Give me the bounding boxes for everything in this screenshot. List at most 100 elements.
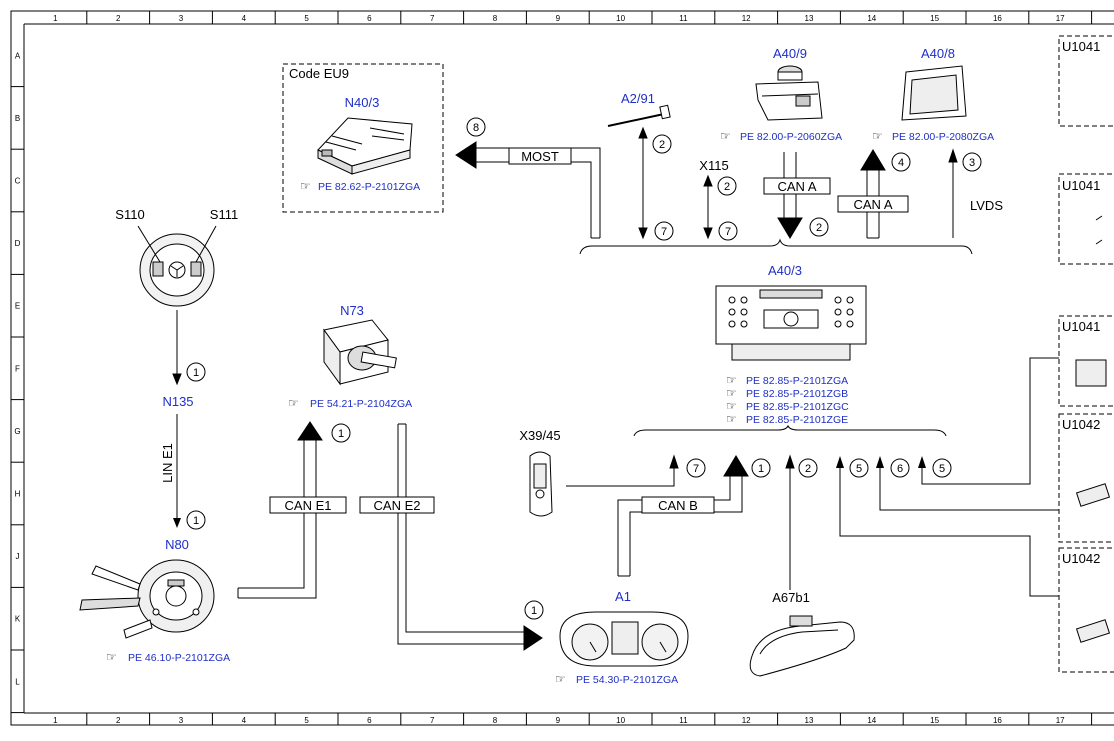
signal-g6: 6: [890, 458, 910, 478]
n40-3-module-icon: [317, 117, 413, 175]
svg-text:PE 82.62-P-2101ZGA: PE 82.62-P-2101ZGA: [318, 181, 420, 193]
can-b-label-box: [641, 496, 715, 514]
a40-8-ref[interactable]: ☞ PE 82.00-P-2080ZGA: [872, 129, 994, 143]
svg-text:2: 2: [659, 139, 665, 151]
n73-ref[interactable]: ☞ PE 54.21-P-2104ZGA: [288, 396, 412, 410]
x39-45-socket-icon: [529, 451, 553, 517]
grid-column-label: 2: [116, 716, 121, 725]
pointing-hand-icon: ☞: [300, 179, 311, 193]
grid-row-label: G: [14, 427, 20, 436]
n135-label[interactable]: N135: [162, 394, 193, 409]
u1042-label-2: U1042: [1062, 551, 1100, 566]
lvds-arrow: [948, 148, 958, 238]
a67b1-mirror-icon: [749, 615, 855, 677]
svg-text:2: 2: [724, 181, 730, 193]
n40-3-ref[interactable]: ☞ PE 82.62-P-2101ZGA: [300, 179, 420, 193]
svg-text:PE 54.21-P-2104ZGA: PE 54.21-P-2104ZGA: [310, 398, 412, 410]
grid-column-label: 4: [242, 14, 247, 23]
a40-3-top-brace: [579, 238, 973, 255]
signal-cana-4: 4: [891, 152, 911, 172]
grid-column-label: 10: [616, 14, 625, 23]
can-e2-label-box: [359, 496, 435, 514]
grid-row-label: J: [16, 552, 20, 561]
x115-label[interactable]: X115: [699, 158, 728, 173]
n40-3-label[interactable]: N40/3: [345, 95, 380, 110]
grid-row-label: H: [15, 490, 21, 499]
a40-3-refs[interactable]: ☞ PE 82.85-P-2101ZGA ☞ PE 82.85-P-2101ZG…: [726, 373, 849, 426]
grid-column-label: 4: [242, 716, 247, 725]
grid-row-label: E: [15, 302, 20, 311]
code-eu9-label: Code EU9: [289, 66, 349, 81]
a1-ref[interactable]: ☞ PE 54.30-P-2101ZGA: [555, 672, 678, 686]
u1042-label-1: U1042: [1062, 417, 1100, 432]
grid-column-label: 14: [867, 14, 876, 23]
pointing-hand-icon: ☞: [726, 412, 737, 426]
svg-text:1: 1: [193, 515, 199, 527]
x115-arrow: [703, 174, 713, 240]
most-label: MOST: [521, 149, 559, 164]
grid-column-label: 14: [867, 716, 876, 725]
a40-9-ref[interactable]: ☞ PE 82.00-P-2060ZGA: [720, 129, 842, 143]
pointing-hand-icon: ☞: [726, 399, 737, 413]
svg-text:2: 2: [805, 463, 811, 475]
a67b1-label[interactable]: A67b1: [772, 590, 810, 605]
a40-9-label[interactable]: A40/9: [773, 46, 807, 61]
a40-8-label[interactable]: A40/8: [921, 46, 955, 61]
grid-column-label: 8: [493, 14, 498, 23]
signal-n135-bot: 1: [186, 510, 206, 530]
a40-3-label[interactable]: A40/3: [768, 263, 802, 278]
n80-label[interactable]: N80: [165, 537, 189, 552]
diagram-frame: [10, 10, 1114, 726]
n73-label[interactable]: N73: [340, 303, 364, 318]
grid-row-label: D: [15, 239, 21, 248]
a2-91-arrow: [638, 126, 648, 240]
u1041-label-2: U1041: [1062, 178, 1100, 193]
svg-text:6: 6: [897, 463, 903, 475]
grid-column-label: 7: [430, 716, 435, 725]
u-feed-arrowheads: [836, 456, 926, 468]
svg-text:PE 82.85-P-2101ZGB: PE 82.85-P-2101ZGB: [746, 388, 848, 400]
signal-g2: 2: [798, 458, 818, 478]
s110-label[interactable]: S110: [115, 207, 144, 222]
a1-label[interactable]: A1: [615, 589, 631, 604]
grid-column-label: 17: [1056, 716, 1065, 725]
svg-text:7: 7: [661, 226, 667, 238]
can-a-label-box-2: [837, 195, 909, 213]
grid-column-label: 11: [679, 716, 688, 725]
can-a-up-bus: [860, 149, 886, 239]
can-e2-label: CAN E2: [374, 498, 421, 513]
signal-x115-7: 7: [718, 221, 738, 241]
svg-text:1: 1: [338, 428, 344, 440]
svg-text:1: 1: [531, 605, 537, 617]
lin-e1-label: LIN E1: [160, 443, 175, 483]
can-e2-bus: [397, 423, 543, 651]
grid-column-label: 5: [304, 716, 309, 725]
svg-text:1: 1: [758, 463, 764, 475]
n80-arrowhead: [173, 518, 181, 528]
x39-45-label[interactable]: X39/45: [519, 428, 560, 443]
u1041-label-1: U1041: [1062, 39, 1100, 54]
grid-column-label: 1: [53, 716, 58, 725]
a2-91-label[interactable]: A2/91: [621, 91, 655, 106]
grid-column-label: 11: [679, 14, 688, 23]
signal-a291-7: 7: [654, 221, 674, 241]
signal-n73-1: 1: [331, 423, 351, 443]
grid-column-label: 7: [430, 14, 435, 23]
steering-to-n135-arrow: [172, 310, 182, 386]
svg-text:8: 8: [473, 122, 479, 134]
svg-text:5: 5: [939, 463, 945, 475]
n80-ref[interactable]: ☞ PE 46.10-P-2101ZGA: [106, 650, 230, 664]
grid-column-label: 3: [179, 14, 184, 23]
signal-cana-2: 2: [809, 217, 829, 237]
s111-label[interactable]: S111: [210, 207, 238, 222]
signal-n135-top: 1: [186, 362, 206, 382]
signal-g5a: 5: [849, 458, 869, 478]
signal-lvds-3: 3: [962, 152, 982, 172]
signal-g7: 7: [686, 458, 706, 478]
u-box-part-icons: [1075, 215, 1111, 643]
svg-text:7: 7: [725, 226, 731, 238]
a40-8-display-icon: [901, 65, 967, 121]
a40-3-head-unit-icon: [715, 285, 867, 361]
grid-row-label: K: [15, 615, 21, 624]
